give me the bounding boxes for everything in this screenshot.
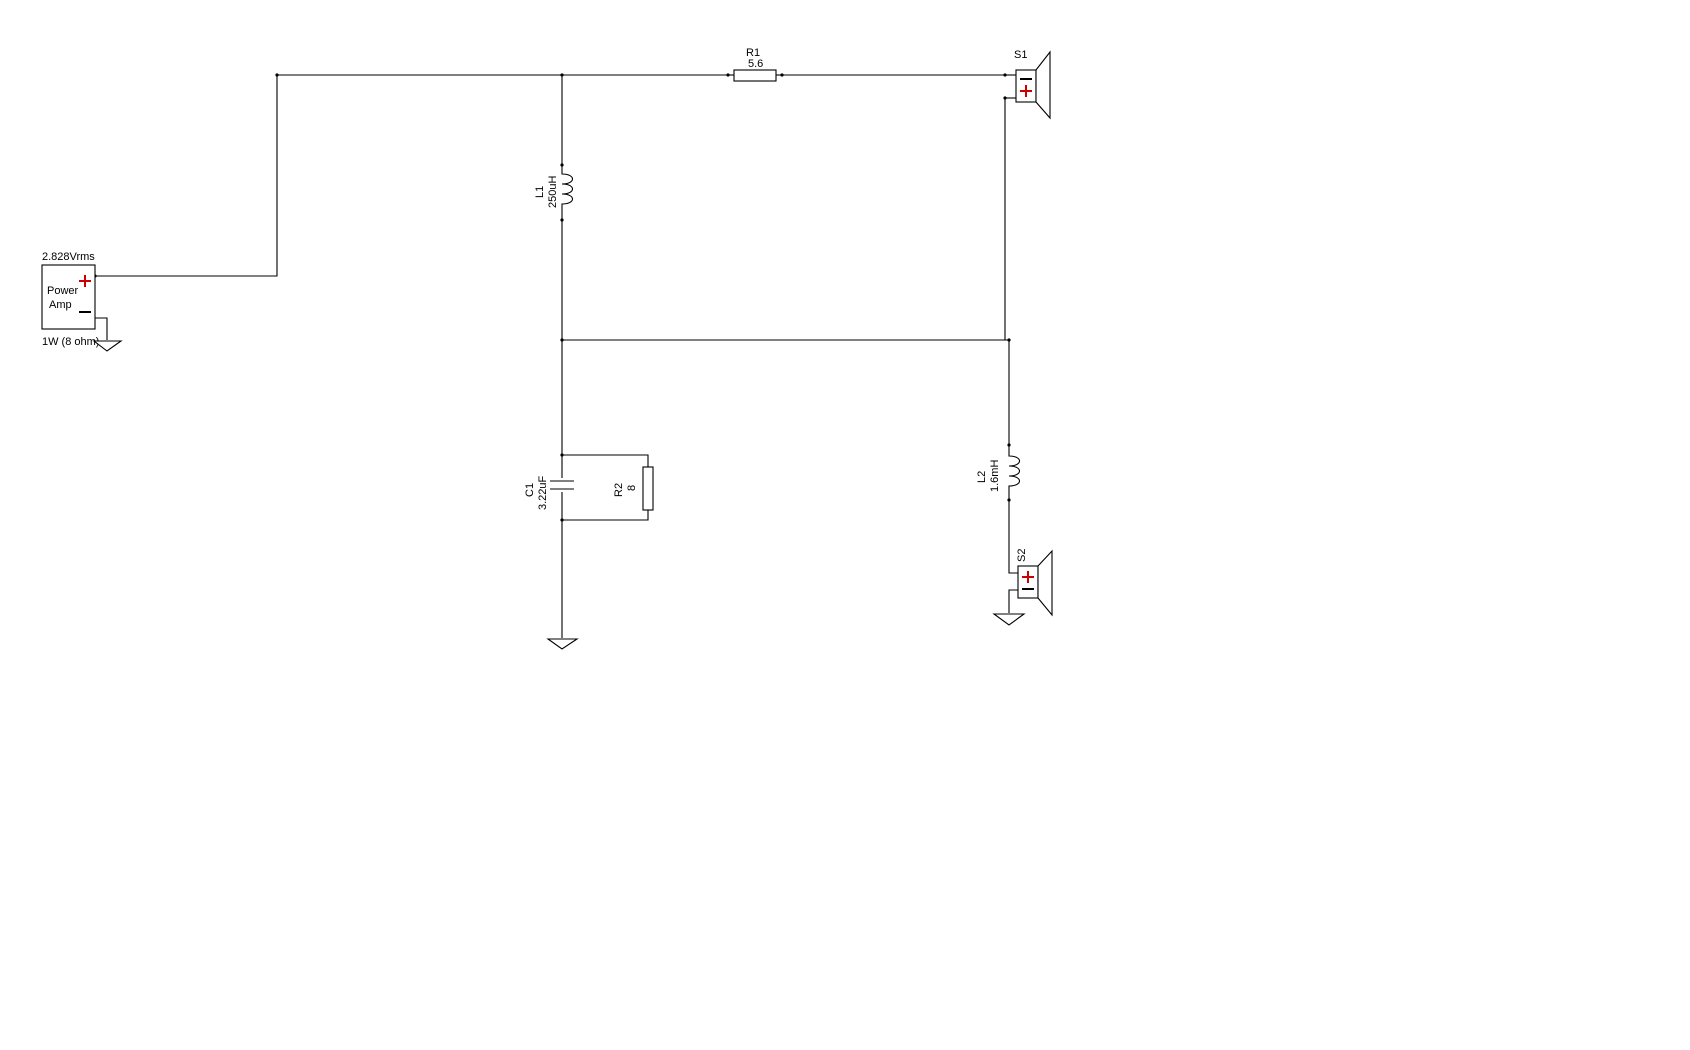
inductor-l1[interactable]: L1 250uH: [534, 165, 574, 220]
speaker-icon: [1015, 50, 1051, 120]
power-amp[interactable]: 2.828Vrms Power Amp 1W (8 ohm): [41, 251, 99, 348]
speaker-s1[interactable]: S1: [1005, 49, 1051, 120]
junction-dot: [560, 453, 564, 457]
l2-value: 1.6mH: [989, 460, 1001, 492]
l1-ref: L1: [534, 186, 546, 198]
capacitor-c1[interactable]: C1 3.22uF: [524, 475, 574, 510]
power-amp-voltage: 2.828Vrms: [42, 251, 95, 263]
s2-ref: S2: [1016, 549, 1028, 562]
r1-value: 5.6: [748, 58, 763, 70]
power-amp-box: [41, 264, 96, 330]
power-amp-name-line2: Amp: [49, 299, 72, 311]
l2-ref: L2: [976, 471, 988, 483]
power-amp-rating: 1W (8 ohm): [42, 336, 99, 348]
wire-l2-to-s2: [1008, 500, 1018, 574]
l1-coil: [561, 165, 574, 220]
plus-icon: [79, 275, 91, 287]
ground-icon: [92, 340, 123, 352]
junction-dot: [560, 338, 564, 342]
l1-value: 250uH: [547, 176, 559, 208]
resistor-r2[interactable]: R2 8: [613, 466, 654, 511]
r1-body: [733, 69, 777, 82]
speaker-s2[interactable]: S2: [1016, 549, 1053, 617]
plus-icon: [1020, 85, 1032, 97]
l2-coil: [1008, 445, 1021, 500]
c1-value: 3.22uF: [537, 475, 549, 510]
junction-dot: [560, 73, 564, 77]
wires: [95, 74, 1018, 638]
junction-dot: [1007, 338, 1011, 342]
wire-s2-to-ground: [1008, 589, 1018, 613]
ground-icon: [992, 613, 1026, 626]
c1-ref: C1: [524, 483, 536, 497]
ground-icon: [546, 638, 579, 650]
inductor-l2[interactable]: L2 1.6mH: [976, 445, 1021, 500]
resistor-r1[interactable]: R1 5.6: [728, 47, 782, 82]
r2-ref: R2: [613, 483, 625, 497]
junction-dot: [560, 518, 564, 522]
wire-amp-ground: [95, 317, 108, 340]
power-amp-name-line1: Power: [47, 285, 79, 297]
wire-amp-out: [95, 75, 278, 277]
wire-r2-bottom: [562, 510, 649, 521]
r2-body: [642, 466, 654, 511]
r1-ref: R1: [746, 47, 760, 59]
junction-dots: [93, 73, 1011, 522]
s1-ref: S1: [1014, 49, 1027, 61]
plus-icon: [1022, 571, 1034, 583]
r2-value: 8: [626, 485, 638, 491]
junction-dot: [275, 73, 279, 77]
wire-r2-top: [562, 454, 649, 467]
